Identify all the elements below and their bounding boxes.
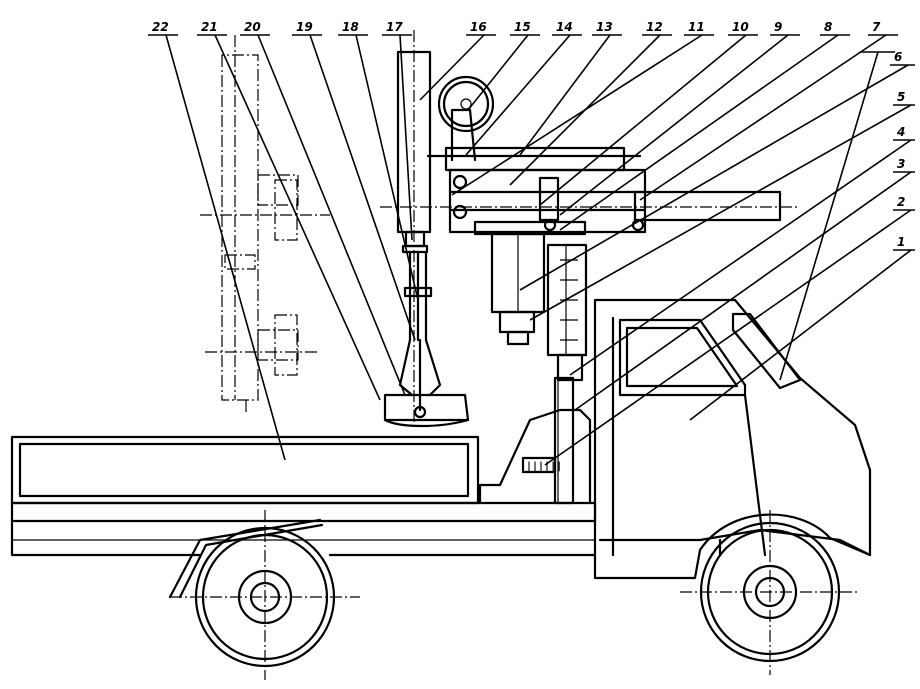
callout-number-13: 13 xyxy=(596,20,613,34)
alternate-position-outline xyxy=(200,35,330,412)
boom-housing xyxy=(380,146,800,234)
callout-leader-22 xyxy=(165,34,286,461)
callout-leader-14 xyxy=(465,34,571,156)
callout-leader-20 xyxy=(257,34,406,396)
callout-leader-4 xyxy=(569,139,912,376)
callout-leader-15 xyxy=(467,34,529,111)
callout-leader-10 xyxy=(539,34,747,206)
rear-wheel xyxy=(170,510,360,680)
callout-number-22: 22 xyxy=(152,20,169,34)
callout-number-3: 3 xyxy=(897,157,905,171)
grab-bucket xyxy=(383,250,470,428)
callout-number-9: 9 xyxy=(774,20,782,34)
callout-number-4: 4 xyxy=(896,125,905,139)
pulley xyxy=(437,75,495,162)
callout-leader-9 xyxy=(559,34,789,216)
leader-1-pointer xyxy=(779,51,879,381)
callout-leader-2 xyxy=(544,209,912,466)
callout-number-17: 17 xyxy=(386,20,403,34)
callout-number-8: 8 xyxy=(824,20,832,34)
callout-leader-12 xyxy=(509,34,661,186)
callout-number-21: 21 xyxy=(201,20,218,34)
callout-leader-7 xyxy=(639,34,887,201)
callout-leader-18 xyxy=(355,34,419,301)
callout-leader-8 xyxy=(559,34,839,231)
crane-base xyxy=(478,243,592,505)
callout-leader-11 xyxy=(451,34,703,196)
front-wheel xyxy=(680,510,860,675)
callout-number-1: 1 xyxy=(897,235,905,249)
callout-number-2: 2 xyxy=(897,195,905,209)
callout-leader-13 xyxy=(519,34,611,156)
truck-chassis xyxy=(10,435,872,599)
callout-number-7: 7 xyxy=(872,20,881,34)
truck-cab xyxy=(593,298,872,580)
callout-number-10: 10 xyxy=(732,20,749,34)
callout-number-14: 14 xyxy=(556,20,573,34)
callout-leader-6 xyxy=(519,64,909,291)
body-sign-text: |||||| xyxy=(526,461,562,472)
callout-number-19: 19 xyxy=(296,20,313,34)
callout-leader-16 xyxy=(419,34,485,101)
mast-column xyxy=(396,30,432,430)
callout-number-18: 18 xyxy=(342,20,359,34)
callout-number-20: 20 xyxy=(244,20,261,34)
callout-number-6: 6 xyxy=(894,50,902,64)
callout-leader-19 xyxy=(309,34,416,341)
callout-leader-1 xyxy=(689,249,912,421)
gear-motor xyxy=(473,220,587,346)
callout-number-11: 11 xyxy=(688,20,705,34)
callout-leader-21 xyxy=(214,34,381,401)
callout-leaders xyxy=(779,51,895,381)
callout-number-16: 16 xyxy=(470,20,487,34)
callout-leader-3 xyxy=(574,171,912,411)
callout-leader-17 xyxy=(399,34,413,241)
callout-leader-5 xyxy=(529,104,912,321)
callout-number-12: 12 xyxy=(646,20,663,34)
callout-number-15: 15 xyxy=(514,20,531,34)
callout-number-5: 5 xyxy=(897,90,905,104)
